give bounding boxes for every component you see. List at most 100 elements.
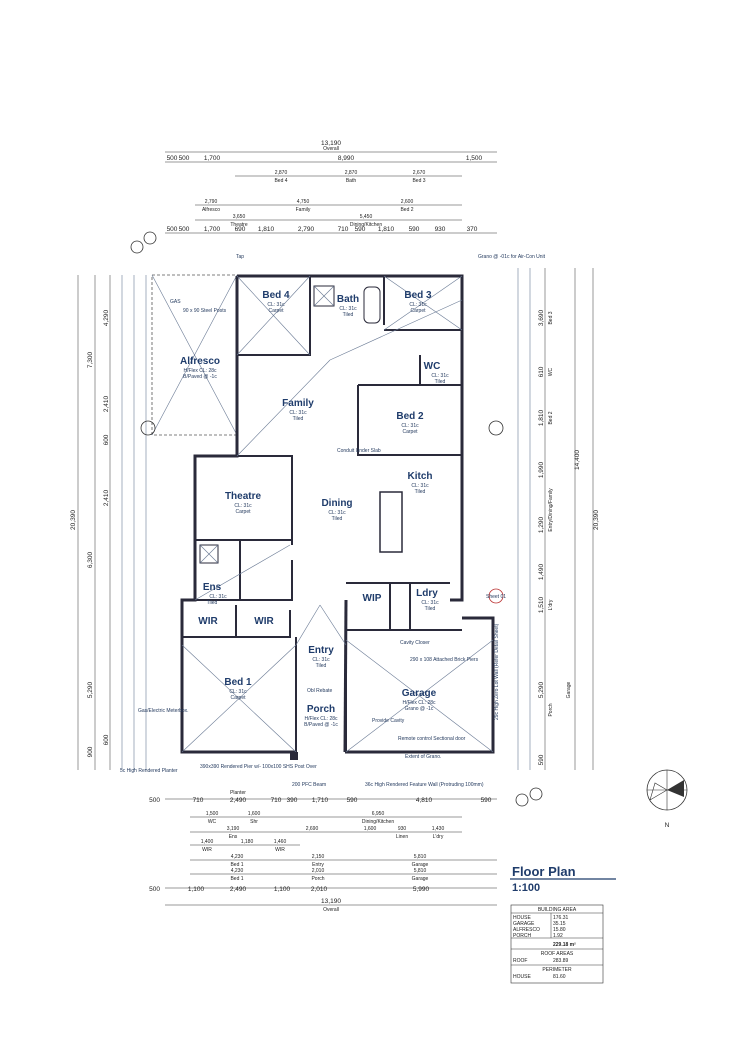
dim-bot1-label: Planter [230,790,246,796]
note-conduit: Conduit Under Slab [337,448,381,454]
dim-left-f: 2,410 [103,395,110,412]
dim-bot7-c: 2,490 [230,886,247,893]
dim-bot2-a: 1,500 [206,811,219,817]
note-provide-cavity: Provide Cavity [372,718,405,724]
dim-bot3-d: 930 [398,826,407,832]
dim-top5-a: 500 [167,226,178,233]
room-family-ceiling: CL: 31c [289,410,307,416]
drawing-title: Floor Plan [512,864,576,879]
room-bed3-ceiling: CL: 31c [409,302,427,308]
dim-left-e: 4,290 [103,309,110,326]
dim-right-label-b: WC [548,367,554,376]
dim-top5-j: 590 [409,226,420,233]
perimeter-heading: PERIMETER [542,967,572,973]
dim-top4-a: 3,650 [233,214,246,220]
dim-top5-e: 1,810 [258,226,275,233]
dim-top3-b: 4,750 [297,199,310,205]
area-row-porch-value: 1.92 [553,933,563,939]
room-bed4-ceiling: CL: 31c [267,302,285,308]
dim-right-d: 1,990 [538,461,545,478]
note-pfc-beam: 200 PFC Beam [292,782,326,788]
dim-bot3-c: 1,600 [364,826,377,832]
area-row-alfresco-label: ALFRESCO [513,927,540,933]
dim-top2-a: 2,870 [275,170,288,176]
dim-bot1-e: 390 [287,797,298,804]
note-remote-door: Remote control Sectional door [398,736,466,742]
dim-top1-c: 1,700 [204,155,221,162]
room-alfresco-label: Alfresco [180,356,220,367]
room-dining-floor: Tiled [332,516,343,522]
dim-left-h: 2,410 [103,489,110,506]
note-planter: 5c High Rendered Planter [120,768,178,774]
dim-bot1-i: 590 [481,797,492,804]
room-wip-label: WIP [363,593,382,604]
room-labels: Bed 4 CL: 31c Carpet Bath CL: 31c Tiled … [180,290,449,728]
dim-bot3-label-a: Ens [229,834,238,840]
dim-top1-e: 1,500 [466,155,483,162]
overall-width-top: 13,190 [321,140,341,147]
room-bed1-ceiling: CL: 31c [229,689,247,695]
room-bath-label: Bath [337,294,359,305]
dim-bot3-e: 1,430 [432,826,445,832]
room-entry-label: Entry [308,645,334,656]
dim-right-i: 590 [538,754,545,765]
overall-label-top: Overall [323,146,339,152]
room-wir1-label: WIR [198,616,218,627]
dim-bot5-b: 2,150 [312,854,325,860]
compass-north-label: N [665,822,670,829]
dim-bot2-label-b: Shr [250,819,258,825]
dim-bot5-label-a: Bed 1 [230,862,243,868]
note-pier: 390x390 Rendered Pier w/- 100x100 SHS Po… [200,764,317,770]
dim-right-overall: 14,400 [574,450,581,470]
room-wc-floor: Tiled [435,379,446,385]
dim-top5-c: 1,700 [204,226,221,233]
dim-bot6-label-a: Bed 1 [230,876,243,882]
note-steel-posts: 90 x 90 Steel Posts [183,308,227,314]
room-garage-ceiling: H/Flex CL: 28c [402,700,436,706]
dim-top3-c: 2,600 [401,199,414,205]
room-porch-ceiling: H/Flex CL: 28c [304,716,338,722]
room-bath-floor: Tiled [343,312,354,318]
dim-top4-b: 5,450 [360,214,373,220]
area-total: 229.18 m² [553,942,576,948]
elevation-marker-e3 [143,231,157,245]
room-bed3-label: Bed 3 [404,290,432,301]
dim-right-label-d: Entry/Dining/Family [548,488,554,532]
area-row-house-value: 176.31 [553,915,569,921]
dim-left-i: 600 [103,734,110,745]
dim-bot4-a: 1,400 [201,839,214,845]
sheet-marker [488,588,504,604]
section-markers [130,231,543,807]
dim-top1-a: 500 [167,155,178,162]
room-bath-ceiling: CL: 31c [339,306,357,312]
note-gas: GAS [170,299,181,305]
dim-right-g: 1,510 [538,596,545,613]
dim-right-b: 610 [538,366,545,377]
overall-depth-left: 20,390 [70,510,77,530]
top-dimensions: 13,190 Overall 500 500 1,700 8,990 1,500… [165,140,497,234]
dim-bot1-c: 2,490 [230,797,247,804]
dim-right-label-e: L'dry [548,599,554,610]
room-ens-ceiling: CL: 31c [209,594,227,600]
roof-row-label: ROOF [513,958,527,964]
dim-top3-label-a: Alfresco [202,207,220,213]
roof-row-value: 283.89 [553,958,569,964]
note-odl: Obl Rebate [307,688,333,694]
room-ens-label: Ens [203,582,222,593]
overall-depth-right: 20,390 [593,510,600,530]
dim-bot7-b: 1,100 [188,886,205,893]
dim-bot3-label-b: Linen [396,834,408,840]
dim-bot5-c: 5,810 [414,854,427,860]
porch-pier [290,752,298,760]
dim-left-b: 6,300 [87,551,94,568]
room-bed2-floor: Carpet [402,429,418,435]
room-entry-floor: Tiled [316,663,327,669]
dim-left-c: 5,290 [87,681,94,698]
overall-label-bottom: Overall [323,907,339,913]
dim-bot1-f: 1,710 [312,797,329,804]
room-kitch-ceiling: CL: 31c [411,483,429,489]
dim-top1-d: 8,990 [338,155,355,162]
note-tap: Tap [236,254,244,260]
dim-bot3-a: 3,190 [227,826,240,832]
